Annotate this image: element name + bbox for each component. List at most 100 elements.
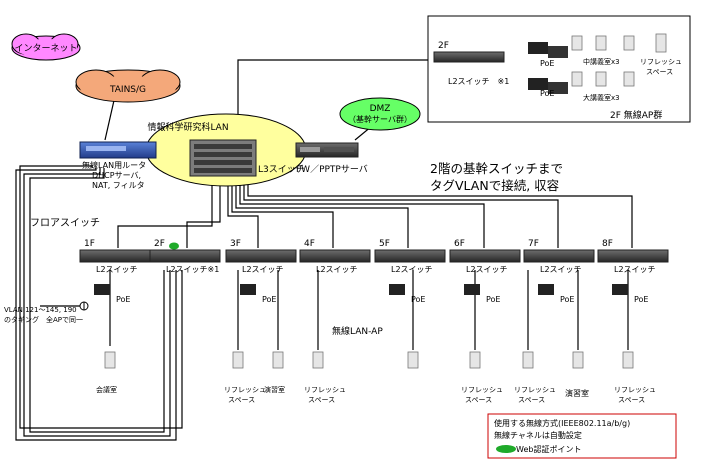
floors-layer: 1FL2スイッチPoE会議室2FL2スイッチ※1リフレッシュスペース3FL2スイ…	[79, 239, 669, 404]
internet-label: インターネット	[14, 43, 77, 54]
vlan-tag-icon	[79, 301, 89, 311]
switch-label: L2スイッチ	[391, 265, 433, 274]
poe-label: PoE	[560, 295, 575, 304]
poe-label: PoE	[486, 295, 501, 304]
box-refresh-line1: リフレッシュ	[640, 58, 682, 66]
ap-label-line2: スペース	[518, 396, 545, 404]
floor-label: 1F	[84, 239, 95, 249]
access-point-icon	[522, 351, 534, 369]
poe-label: PoE	[262, 295, 277, 304]
switch-label: L2スイッチ※1	[166, 265, 219, 274]
router-line2: DHCPサーバ,	[92, 171, 141, 180]
l3-switch-label: L3スイッチ	[258, 164, 305, 175]
box-room-bottom: 大講義室x3	[583, 93, 620, 102]
box-caption: 2F 無線AP群	[610, 109, 662, 121]
legend-line1: 使用する無線方式(IEEE802.11a/b/g)	[494, 418, 630, 428]
ap-label-line2: スペース	[618, 396, 645, 404]
l2-switch	[374, 249, 446, 263]
poe-injector	[464, 284, 480, 295]
floor7-extra-ap-label: 演習室	[565, 388, 589, 398]
box-ap-icons	[571, 33, 667, 87]
access-point-icon	[407, 351, 419, 369]
legend-line3: Web認証ポイント	[516, 444, 581, 454]
l2-switch	[79, 249, 151, 263]
floor-label: 5F	[379, 239, 390, 249]
dmz-area	[339, 97, 421, 131]
tains-cloud: TAINS/G	[75, 69, 181, 103]
ap-label: 演習室	[264, 385, 285, 394]
box-poe-bottom	[528, 78, 568, 94]
internet-cloud: インターネット	[11, 33, 81, 61]
poe-injector	[240, 284, 256, 295]
floor-label: 8F	[602, 239, 613, 249]
ap-label: リフレッシュ	[224, 386, 266, 394]
ap-label: リフレッシュ	[461, 386, 503, 394]
ap-label: リフレッシュ	[304, 386, 346, 394]
poe-injector	[612, 284, 628, 295]
poe-label: PoE	[116, 295, 131, 304]
router-line3: NAT, フィルタ	[92, 181, 145, 190]
second-floor-box	[427, 15, 691, 123]
ap-label-line2: スペース	[228, 396, 255, 404]
l2-switch	[149, 249, 221, 263]
tag-vlan-note-line1: 2階の基幹スイッチまで	[430, 161, 563, 176]
legend-line2: 無線チャネルは自動設定	[494, 430, 582, 440]
router-line1: 無線LAN用ルータ	[82, 160, 146, 170]
box-floor-label: 2F	[438, 41, 449, 51]
l2-switch	[449, 249, 521, 263]
floor-label: 3F	[230, 239, 241, 249]
web-auth-icon	[496, 445, 516, 453]
l3-switch-chassis	[189, 139, 257, 177]
legend-box	[487, 413, 677, 459]
box-poe-top	[528, 42, 568, 58]
firewall-device	[295, 142, 359, 158]
connection-lines	[15, 47, 633, 441]
dmz-title: DMZ	[370, 104, 391, 114]
core-lan-label: 情報科学研究科LAN	[147, 121, 228, 133]
wireless-ap-label: 無線LAN-AP	[332, 325, 383, 337]
router-device	[79, 141, 157, 159]
poe-injector	[538, 284, 554, 295]
floor-label: 7F	[528, 239, 539, 249]
ap-label: リフレッシュ	[514, 386, 556, 394]
floor-switch-heading: フロアスイッチ	[30, 217, 100, 229]
vlan-note-line1: VLAN 121～145, 190	[4, 306, 77, 314]
poe-label: PoE	[634, 295, 649, 304]
box-poe-top-label: PoE	[540, 59, 555, 68]
switch-label: L2スイッチ	[96, 265, 138, 274]
l2-switch	[523, 249, 595, 263]
firewall-label: FW／PPTPサーバ	[296, 164, 368, 175]
box-switch-label: L2スイッチ ※1	[448, 77, 509, 86]
floor-label: 4F	[304, 239, 315, 249]
poe-injector	[94, 284, 110, 295]
switch-label: L2スイッチ	[540, 265, 582, 274]
floor7-extra-ap	[572, 351, 584, 369]
switch-label: L2スイッチ	[614, 265, 656, 274]
ap-label: リフレッシュ	[614, 386, 656, 394]
poe-injector	[389, 284, 405, 295]
floor-5f: 5F L2スイッチ PoE	[374, 239, 446, 369]
switch-label: L2スイッチ	[466, 265, 508, 274]
l2-switch	[225, 249, 297, 263]
box-room-top: 中講義室x3	[583, 57, 620, 66]
box-l2-switch	[433, 51, 505, 63]
floor-label: 6F	[454, 239, 465, 249]
tains-label: TAINS/G	[109, 85, 146, 95]
access-point-icon	[312, 351, 324, 369]
tag-vlan-note-line2: タグVLANで接続, 収容	[430, 178, 559, 193]
access-point-icon	[622, 351, 634, 369]
poe-label: PoE	[411, 295, 426, 304]
web-auth-point-icon	[169, 242, 179, 250]
box-refresh-line2: スペース	[646, 68, 673, 76]
box-poe-bottom-label: PoE	[540, 89, 555, 98]
l2-switch	[299, 249, 371, 263]
floor-label: 2F	[154, 239, 165, 249]
